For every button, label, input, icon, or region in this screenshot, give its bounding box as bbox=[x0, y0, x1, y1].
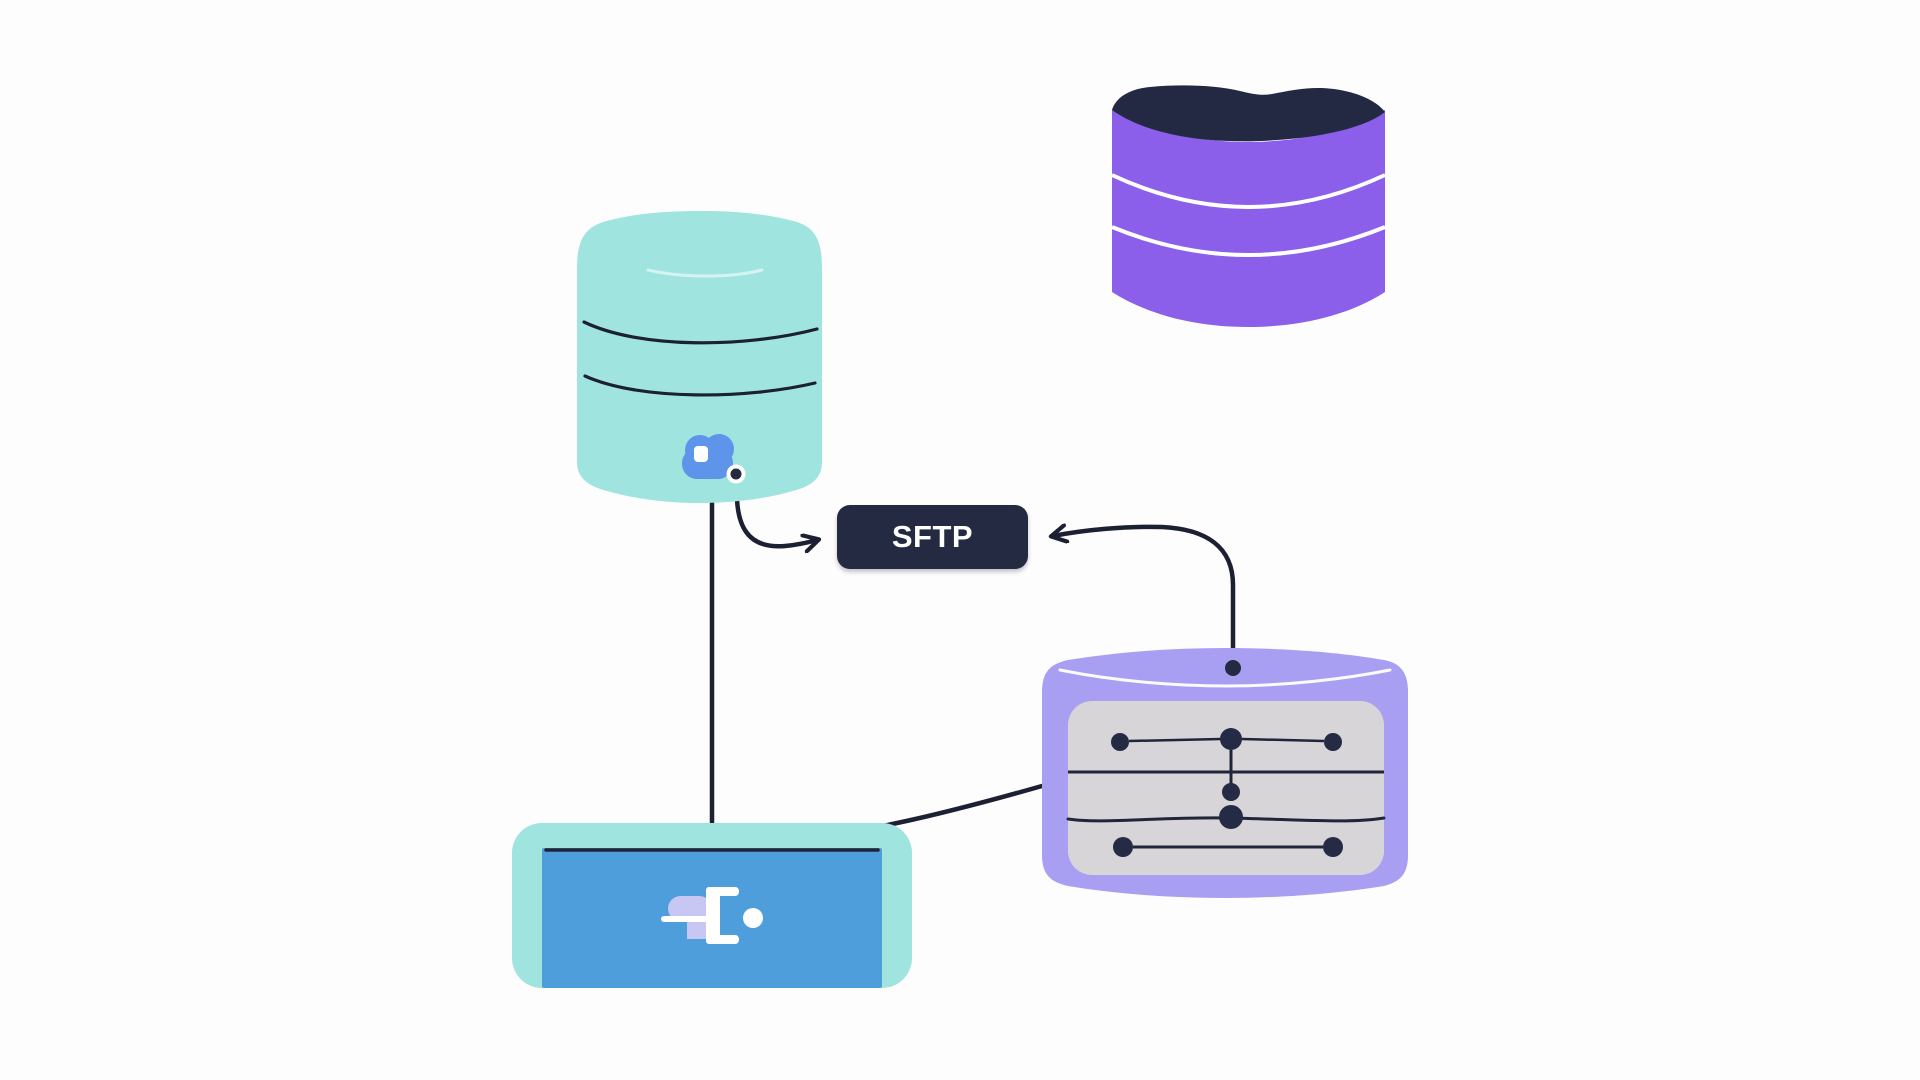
node-dot bbox=[1222, 783, 1240, 801]
cylinder-body bbox=[577, 211, 822, 503]
teal-database-cylinder bbox=[577, 211, 822, 503]
node-dot bbox=[1113, 837, 1133, 857]
cloud-square-detail bbox=[694, 446, 708, 462]
blue-app-panel bbox=[512, 823, 912, 988]
cloud-icon bbox=[682, 434, 746, 484]
node-dot bbox=[1323, 837, 1343, 857]
server-network-nodes bbox=[1111, 728, 1343, 857]
sftp-badge: SFTP bbox=[837, 505, 1028, 569]
cylinder-ring-line-2 bbox=[1111, 225, 1386, 257]
cylinder-body bbox=[1112, 110, 1385, 327]
server-top-highlight bbox=[1058, 668, 1392, 688]
cylinder-dark-top bbox=[1112, 85, 1385, 142]
sftp-badge-label: SFTP bbox=[891, 519, 974, 554]
connection-port-dot bbox=[730, 468, 742, 480]
connector-app-to-server bbox=[874, 783, 1045, 830]
cylinder-top-highlight bbox=[646, 268, 764, 278]
purple-server-box bbox=[1042, 648, 1408, 898]
node-dot bbox=[1220, 728, 1242, 750]
cylinder-ring-line-2 bbox=[583, 374, 817, 397]
purple-database-cylinder bbox=[1111, 85, 1386, 327]
connector-cloud-to-sftp bbox=[734, 481, 817, 546]
connector-server-to-sftp bbox=[1053, 527, 1236, 669]
app-door-icon bbox=[661, 887, 763, 944]
node-dot bbox=[1111, 733, 1129, 751]
node-dot bbox=[1219, 805, 1243, 829]
connectors bbox=[709, 467, 1236, 831]
node-dot bbox=[1324, 733, 1342, 751]
cylinder-ring-line-1 bbox=[1111, 173, 1386, 209]
cylinder-ring-line-1 bbox=[582, 320, 819, 345]
server-top-port-dot bbox=[1225, 660, 1241, 676]
app-icon-dot bbox=[743, 908, 763, 928]
